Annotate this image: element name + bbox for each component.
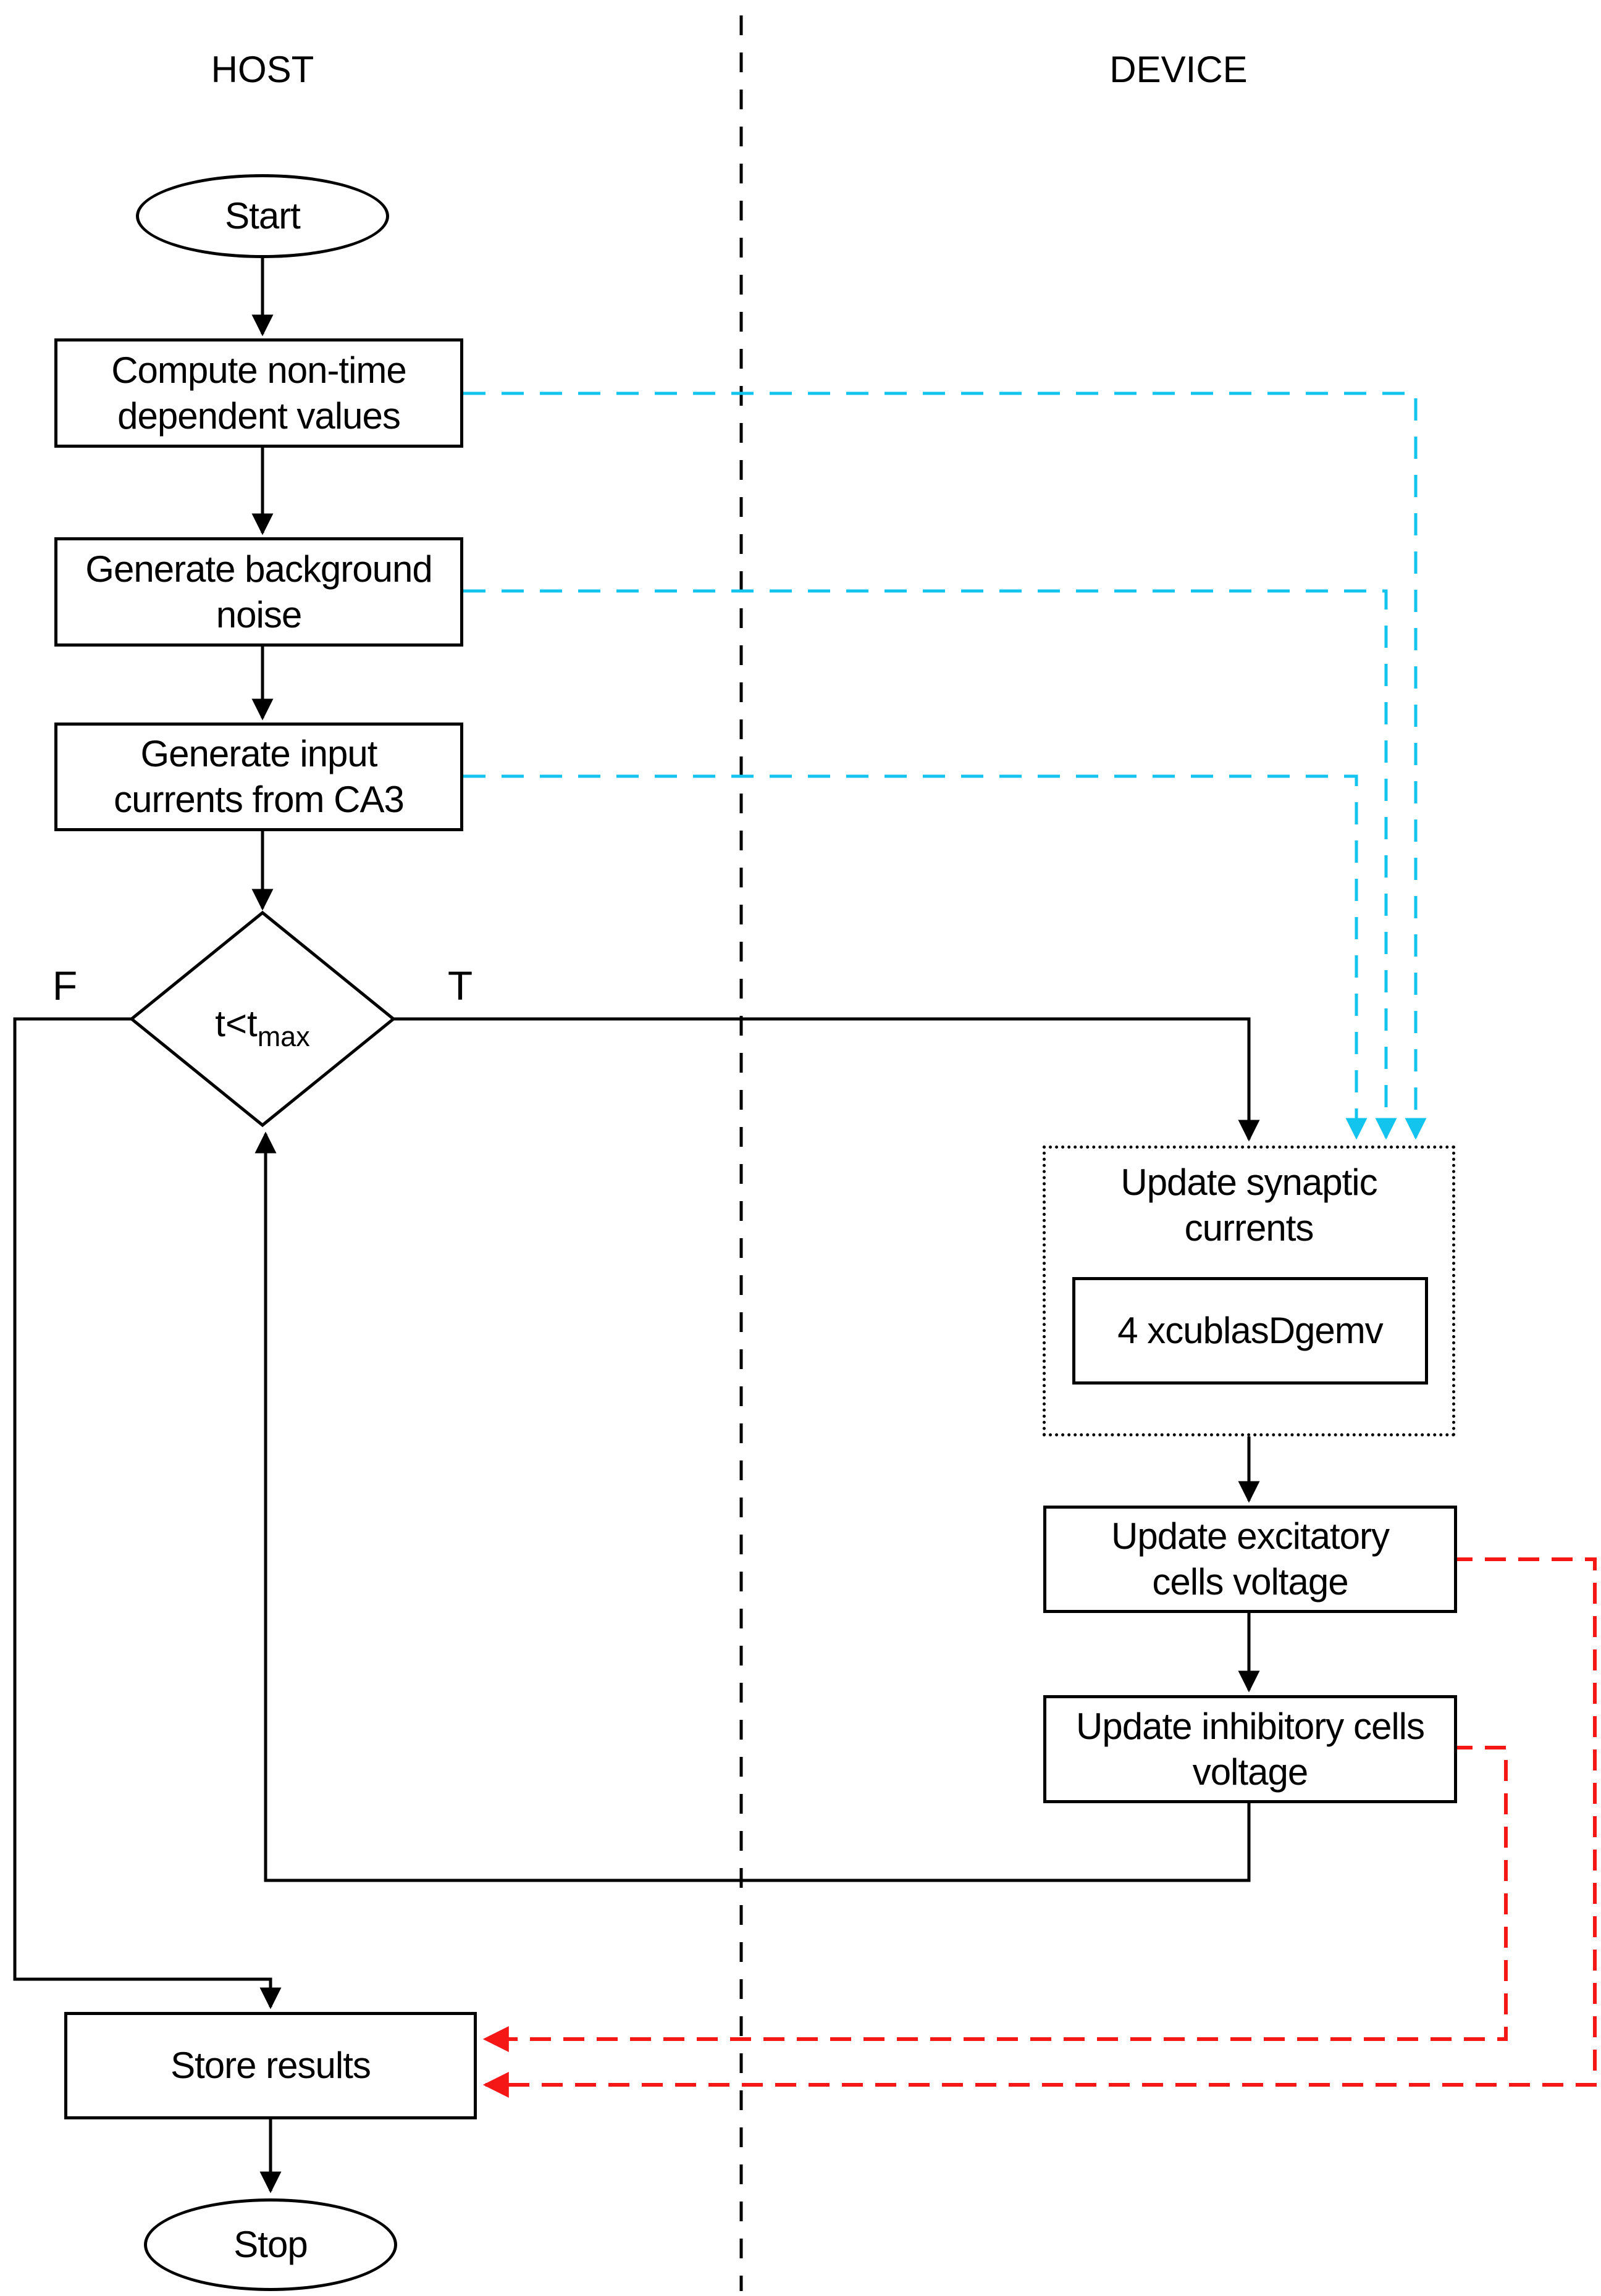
- process-background-noise-line1: Generate background: [85, 548, 432, 590]
- kernel-call-box: 4 xcublasDgemv: [1072, 1277, 1428, 1385]
- process-input-currents-line1: Generate input: [140, 733, 378, 774]
- group-update-synaptic-currents: Update synaptic currents 4 xcublasDgemv: [1043, 1146, 1455, 1436]
- branch-label-true: T: [447, 963, 473, 1008]
- process-update-inhibitory-line2: voltage: [1192, 1751, 1308, 1793]
- process-update-excitatory: Update excitatory cells voltage: [1043, 1506, 1457, 1613]
- process-compute-values-line1: Compute non-time: [111, 349, 407, 391]
- process-update-excitatory-line1: Update excitatory: [1111, 1515, 1390, 1557]
- copy-input-currents-to-device-path: [463, 774, 1368, 1140]
- decision-condition-subscript: max: [257, 1021, 310, 1052]
- process-background-noise-line2: noise: [216, 593, 302, 635]
- process-input-currents: Generate input currents from CA3: [54, 723, 463, 831]
- decision-condition-expr: t<t: [215, 1002, 258, 1044]
- stop-label: Stop: [233, 2224, 308, 2265]
- edge-loop-back-to-decision: [254, 1131, 1251, 1882]
- group-update-synaptic-title-line2: currents: [1184, 1207, 1314, 1249]
- copy-inhibitory-voltage-to-host-path: [482, 1746, 1508, 2052]
- process-update-excitatory-line2: cells voltage: [1152, 1561, 1348, 1603]
- group-update-synaptic-title: Update synaptic currents: [1046, 1160, 1452, 1251]
- kernel-call-label: 4 xcublasDgemv: [1117, 1310, 1384, 1351]
- process-background-noise: Generate background noise: [54, 537, 463, 647]
- edge-decision-false-to-store: [13, 1017, 282, 2009]
- process-update-inhibitory: Update inhibitory cells voltage: [1043, 1695, 1457, 1803]
- process-store-results-label: Store results: [170, 2045, 371, 2086]
- copy-constants-to-device-path: [463, 392, 1427, 1140]
- start-terminator: Start: [136, 174, 389, 258]
- stop-terminator: Stop: [144, 2198, 397, 2291]
- process-input-currents-line2: currents from CA3: [114, 779, 405, 820]
- lane-label-host: HOST: [211, 49, 314, 90]
- copy-excitatory-voltage-to-host-path: [482, 1557, 1597, 2098]
- lane-label-device: DEVICE: [1109, 49, 1248, 90]
- edge-decision-true-to-synaptic: [393, 1017, 1260, 1142]
- process-store-results: Store results: [64, 2012, 477, 2119]
- decision-diamond-shape: [129, 910, 396, 1128]
- branch-label-false: F: [52, 963, 78, 1008]
- copy-noise-to-device-path: [463, 589, 1397, 1140]
- group-update-synaptic-title-line1: Update synaptic: [1120, 1162, 1377, 1203]
- start-label: Start: [225, 195, 301, 237]
- process-compute-values-line2: dependent values: [117, 395, 401, 437]
- process-update-inhibitory-line1: Update inhibitory cells: [1076, 1705, 1425, 1747]
- process-compute-values: Compute non-time dependent values: [54, 338, 463, 448]
